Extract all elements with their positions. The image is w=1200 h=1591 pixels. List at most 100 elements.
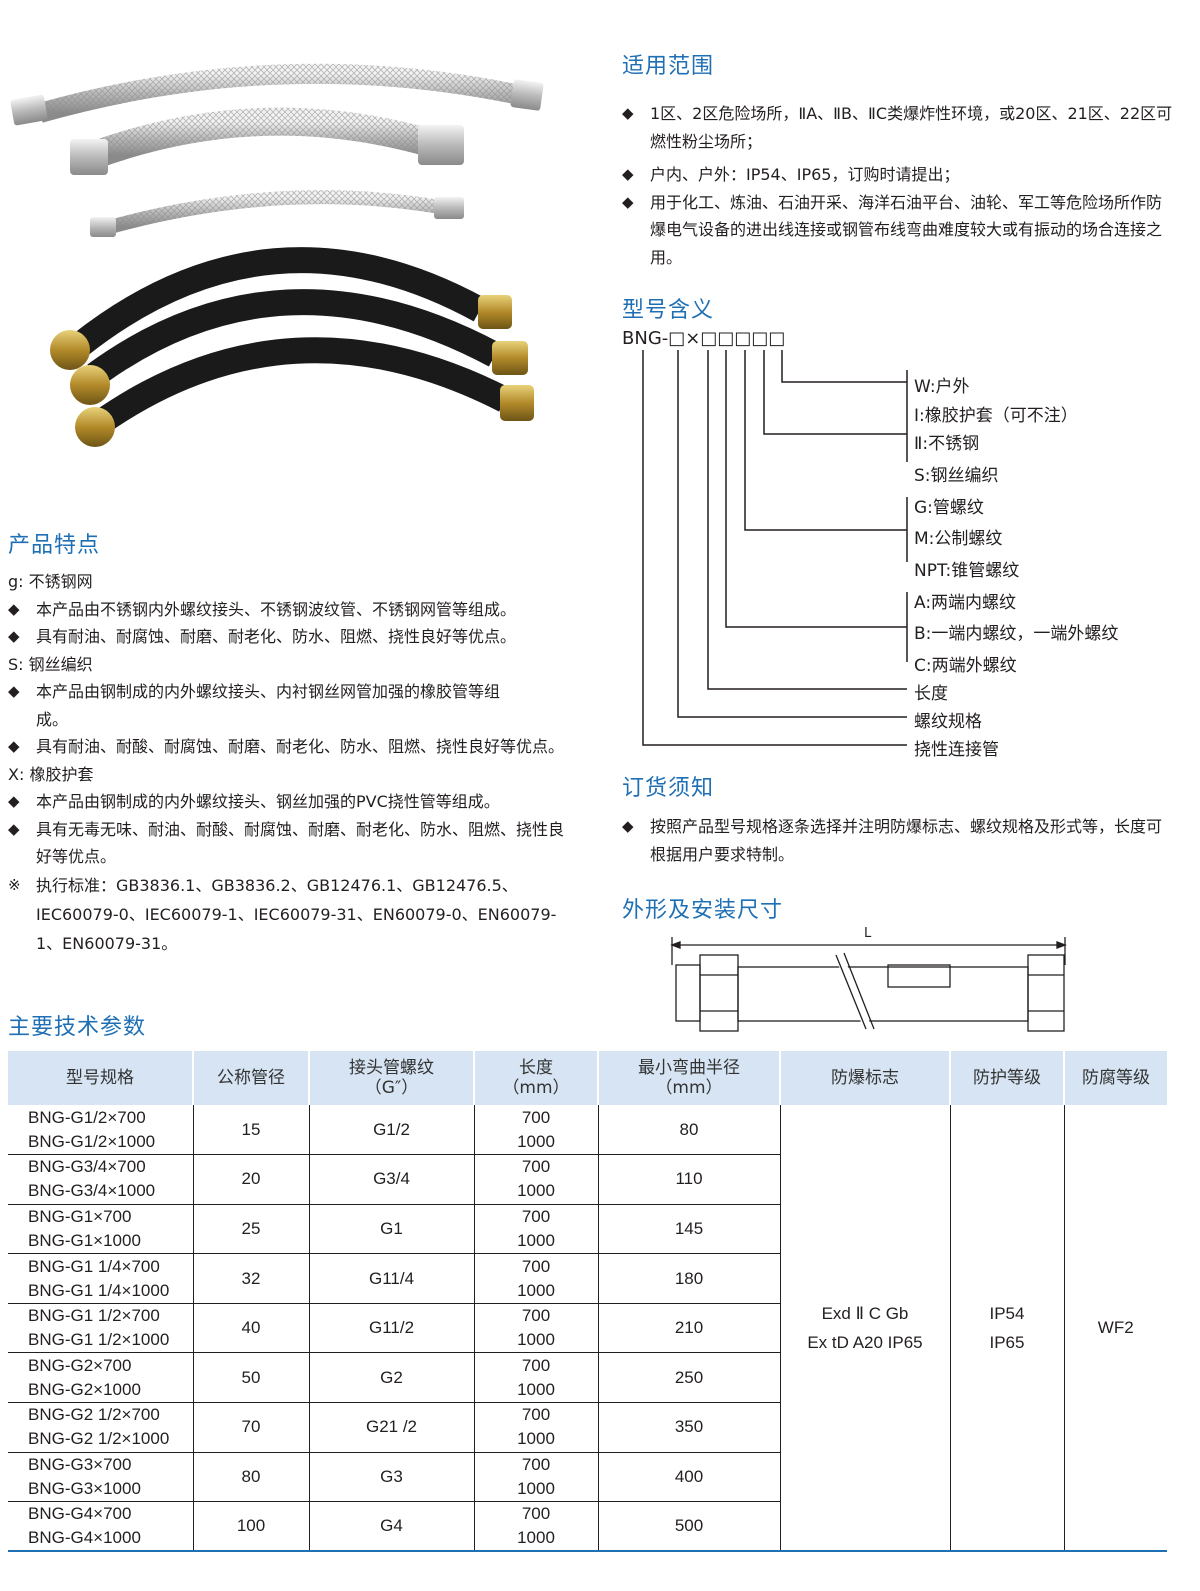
- model-lines: [642, 350, 908, 746]
- feature-head: X: 橡胶护套: [8, 764, 94, 784]
- cell-text: 1000: [517, 1478, 555, 1498]
- cell-dn: 20: [193, 1154, 310, 1205]
- col-radius: 最小弯曲半径（mm）: [598, 1051, 781, 1105]
- cell-text: BNG-G3×1000: [28, 1478, 141, 1498]
- cell-text: BNG-G2×700: [28, 1355, 132, 1375]
- cell-length: 700 1000: [474, 1501, 599, 1553]
- model-label: C:两端外螺纹: [914, 656, 1017, 676]
- cell-text: G1: [380, 1218, 403, 1238]
- cell-text: 350: [674, 1417, 704, 1437]
- cell-thread: G4: [309, 1501, 475, 1553]
- cell-text: BNG-G1×700: [28, 1206, 132, 1226]
- cell-text: BNG-G1 1/4×1000: [28, 1280, 170, 1300]
- list-item: 具有无毒无味、耐油、耐酸、耐腐蚀、耐磨、耐老化、防水、阻燃、挠性良好等优点。: [8, 816, 568, 871]
- features-list: g: 不锈钢网 本产品由不锈钢内外螺纹接头、不锈钢波纹管、不锈钢网管等组成。 具…: [8, 568, 568, 958]
- model-label: A:两端内螺纹: [914, 593, 1017, 613]
- cell-text: 500: [674, 1516, 704, 1536]
- cell-text: BNG-G3/4×700: [28, 1157, 146, 1177]
- col-wf: 防腐等级: [1064, 1051, 1167, 1105]
- model-label: M:公制螺纹: [914, 529, 1003, 549]
- model-label: Ⅰ:橡胶护套（可不注）: [914, 406, 1078, 426]
- cell-text: G11/4: [368, 1268, 415, 1288]
- cell-text: 1000: [517, 1379, 555, 1399]
- cell-text: 700: [521, 1454, 551, 1474]
- cell-radius: 500: [598, 1501, 781, 1553]
- cell-text: 100: [236, 1516, 266, 1536]
- cell-wf: WF2: [1064, 1105, 1167, 1552]
- model-label: NPT:锥管螺纹: [914, 561, 1020, 581]
- standard-note: 执行标准：GB3836.1、GB3836.2、GB12476.1、GB12476…: [8, 871, 568, 958]
- cell-thread: G1/2: [309, 1105, 475, 1156]
- cell-text: 32: [241, 1268, 261, 1288]
- cell-text: BNG-G2×1000: [28, 1379, 141, 1399]
- cell-text: Ex tD A20 IP65: [807, 1332, 923, 1352]
- cell-text: 700: [521, 1405, 551, 1425]
- cell-thread: G2: [309, 1352, 475, 1404]
- list-item: 用于化工、炼油、石油开采、海洋石油平台、油轮、军工等危险场所作防爆电气设备的进出…: [622, 189, 1177, 272]
- black-hoses: [50, 247, 534, 447]
- cell-dn: 15: [193, 1105, 310, 1156]
- cell-radius: 250: [598, 1352, 781, 1404]
- cell-text: 700: [521, 1504, 551, 1524]
- model-label: 挠性连接管: [914, 740, 999, 760]
- cell-radius: 210: [598, 1303, 781, 1354]
- cell-radius: 80: [598, 1105, 781, 1156]
- cell-text: BNG-G3×700: [28, 1454, 132, 1474]
- cell-length: 700 1000: [474, 1402, 599, 1453]
- cell-text: 1000: [517, 1528, 555, 1548]
- cell-text: 80: [241, 1466, 261, 1486]
- cell-text: IP65: [989, 1332, 1025, 1352]
- cell-text: BNG-G4×1000: [28, 1528, 141, 1548]
- cell-text: 250: [674, 1367, 704, 1387]
- cell-text: 1000: [517, 1429, 555, 1449]
- model-label: 螺纹规格: [914, 712, 982, 732]
- list-item: 1区、2区危险场所，ⅡA、ⅡB、ⅡC类爆炸性环境，或20区、21区、22区可燃性…: [622, 100, 1177, 155]
- cell-text: 1000: [517, 1230, 555, 1250]
- cell-text: Exd Ⅱ C Gb: [821, 1303, 909, 1323]
- list-item: 户内、户外：IP54、IP65，订购时请提出；: [622, 161, 1177, 189]
- cell-dn: 70: [193, 1402, 310, 1453]
- cell-text: BNG-G1 1/2×1000: [28, 1330, 170, 1350]
- col-dn: 公称管径: [193, 1051, 310, 1105]
- cell-text: 700: [521, 1107, 551, 1127]
- order-title: 订货须知: [622, 776, 715, 801]
- cell-text: BNG-G2 1/2×1000: [28, 1429, 170, 1449]
- list-item: 具有耐油、耐腐蚀、耐磨、耐老化、防水、阻燃、挠性良好等优点。: [8, 623, 568, 651]
- scope-title: 适用范围: [622, 54, 715, 79]
- cell-dn: 100: [193, 1501, 310, 1553]
- col-thread: 接头管螺纹（G″）: [309, 1051, 475, 1105]
- cell-ex: Exd Ⅱ C Gb Ex tD A20 IP65: [780, 1105, 951, 1552]
- model-label: Ⅱ:不锈钢: [914, 434, 980, 454]
- cell-text: WF2: [1097, 1318, 1134, 1338]
- cell-text: 70: [241, 1417, 261, 1437]
- feature-head: S: 钢丝编织: [8, 654, 93, 674]
- cell-text: 145: [674, 1218, 704, 1238]
- cell-text: BNG-G4×700: [28, 1504, 132, 1524]
- cell-text: 40: [241, 1318, 261, 1338]
- cell-thread: G3/4: [309, 1154, 475, 1205]
- model-label: B:一端内螺纹，一端外螺纹: [914, 624, 1119, 644]
- feature-head: g: 不锈钢网: [8, 572, 93, 591]
- list-item: 按照产品型号规格逐条选择并注明防爆标志、螺纹规格及形式等，长度可根据用户要求特制…: [622, 813, 1170, 868]
- cell-thread: G11/4: [309, 1253, 475, 1304]
- col-ex: 防爆标志: [780, 1051, 951, 1105]
- steel-hose-2: [70, 107, 464, 175]
- list-item: 本产品由钢制成的内外螺纹接头、内衬钢丝网管加强的橡胶管等组成。: [8, 678, 528, 733]
- product-photos: [10, 63, 544, 447]
- cell-thread: G3: [309, 1452, 475, 1503]
- cell-dn: 50: [193, 1352, 310, 1404]
- cell-dn: 80: [193, 1452, 310, 1503]
- col-ip: 防护等级: [950, 1051, 1065, 1105]
- cell-text: 110: [675, 1169, 703, 1189]
- cell-radius: 110: [598, 1154, 781, 1205]
